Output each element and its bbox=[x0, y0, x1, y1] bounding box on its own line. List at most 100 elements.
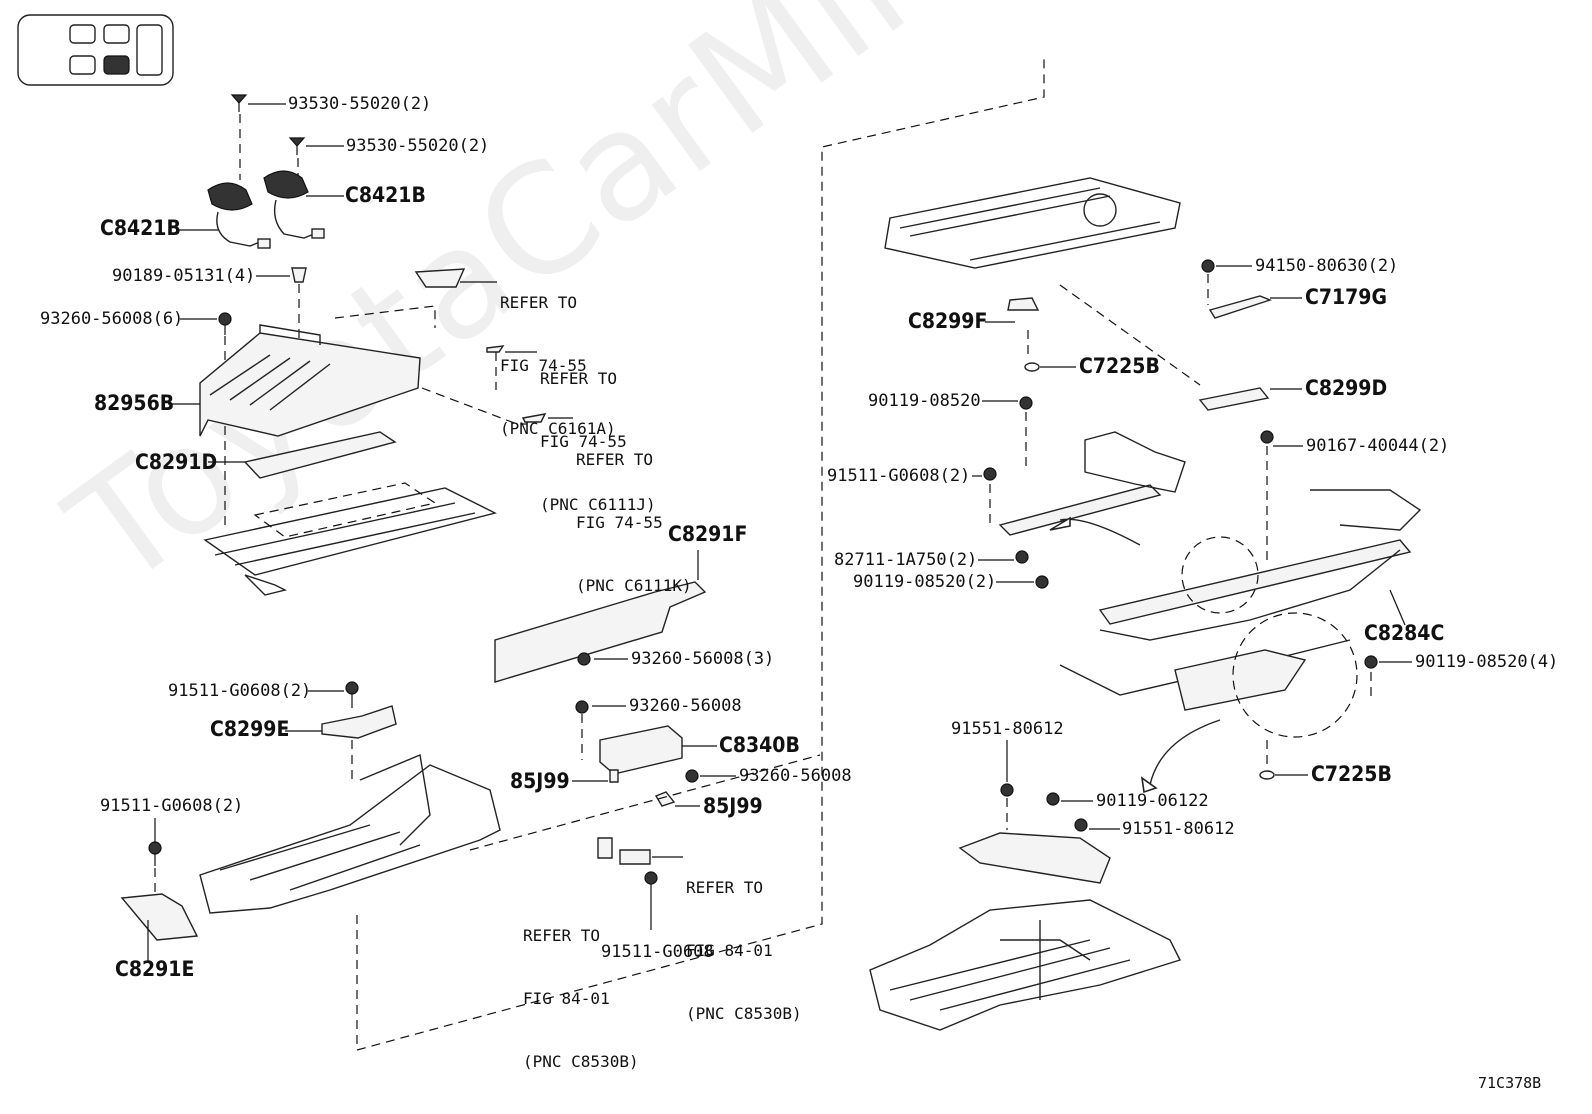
clip-90189 bbox=[291, 267, 307, 283]
tray-C8291D bbox=[243, 431, 397, 479]
bracket-C8299E bbox=[321, 705, 397, 739]
refer-note-c8530b-left: REFER TO FIG 84-01 (PNC C8530B) bbox=[523, 883, 639, 1114]
part-label-c8299d: C8299D bbox=[1305, 376, 1388, 400]
rod-C7179G bbox=[1208, 295, 1273, 319]
bracket-C8299F bbox=[1007, 297, 1040, 311]
part-label-94150: 94150-80630(2) bbox=[1255, 256, 1399, 276]
seat-leg-bracket bbox=[958, 832, 1111, 884]
refer-note-line: (PNC C6111J) bbox=[540, 495, 656, 514]
screw-93530-b bbox=[288, 137, 306, 155]
refer-note-line: (PNC C8530B) bbox=[686, 1004, 802, 1023]
part-label-c7225b-upper: C7225B bbox=[1079, 354, 1160, 378]
part-label-90167: 90167-40044(2) bbox=[1306, 436, 1450, 456]
bolt-90119-08520 bbox=[1019, 396, 1033, 410]
refer-note-line: FIG 84-01 bbox=[686, 941, 773, 960]
part-label-c8421b-right: C8421B bbox=[345, 183, 426, 207]
mat-ref-c6111k bbox=[521, 413, 547, 423]
floor-pan bbox=[869, 899, 1181, 1031]
connector-c8530b-b bbox=[619, 849, 651, 865]
bracket-C8291F bbox=[494, 581, 707, 683]
part-label-91511-right: 91511-G0608(2) bbox=[827, 466, 971, 486]
bolt-90119-06122 bbox=[1046, 792, 1060, 806]
part-label-c8291f: C8291F bbox=[668, 522, 748, 546]
seat-frame bbox=[203, 482, 497, 596]
part-label-91511-upper: 91511-G0608(2) bbox=[168, 681, 312, 701]
part-label-91511-lower: 91511-G0608(2) bbox=[100, 796, 244, 816]
part-label-82956b: 82956B bbox=[94, 391, 175, 415]
part-label-91551-a: 91551-80612 bbox=[951, 719, 1064, 739]
bolt-91551-a bbox=[1000, 783, 1014, 797]
part-label-93260-6: 93260-56008(6) bbox=[40, 309, 184, 329]
washer-C7225B-lower bbox=[1259, 770, 1275, 780]
refer-note-line: (PNC C6111K) bbox=[576, 576, 692, 595]
nut-82711 bbox=[1015, 550, 1029, 564]
part-label-93530-a: 93530-55020(2) bbox=[288, 94, 432, 114]
connector-c8530b-a bbox=[597, 837, 613, 859]
seat-cushion-pan-82956B bbox=[199, 324, 421, 437]
refer-note-line: FIG 74-55 bbox=[500, 356, 587, 375]
cover-C8291E bbox=[120, 893, 199, 941]
bolt-90167 bbox=[1260, 430, 1274, 444]
part-label-c8299f: C8299F bbox=[908, 309, 988, 333]
refer-note-line: REFER TO bbox=[500, 293, 578, 312]
refer-note-c6161a: REFER TO FIG 74-55 (PNC C6161A) bbox=[500, 250, 616, 481]
washer-C7225B-upper bbox=[1024, 362, 1040, 372]
refer-note-line: FIG 74-55 bbox=[540, 432, 627, 451]
seat-switch-left bbox=[207, 182, 271, 249]
refer-note-c6111j: REFER TO FIG 74-55 (PNC C6111J) bbox=[540, 326, 656, 557]
bolt-93260-3 bbox=[577, 652, 591, 666]
bolt-91511-right bbox=[983, 467, 997, 481]
refer-note-line: REFER TO bbox=[686, 878, 764, 897]
part-label-c8291d: C8291D bbox=[135, 450, 218, 474]
part-label-c8340b: C8340B bbox=[719, 733, 800, 757]
bolt-90119-4 bbox=[1364, 655, 1378, 669]
part-label-91511-single: 91511-G0608 bbox=[601, 942, 714, 962]
part-label-c8284c: C8284C bbox=[1364, 621, 1445, 645]
part-label-c8299e: C8299E bbox=[210, 717, 290, 741]
seat-switch-right bbox=[263, 170, 325, 239]
clip-85j99-right bbox=[654, 791, 676, 807]
part-label-91551-b: 91551-80612 bbox=[1122, 819, 1235, 839]
part-label-90189: 90189-05131(4) bbox=[112, 266, 256, 286]
bolt-91551-b bbox=[1074, 818, 1088, 832]
refer-note-line: REFER TO bbox=[523, 926, 601, 945]
seat-track-upper bbox=[884, 177, 1181, 269]
ecu-C8340B bbox=[599, 725, 683, 775]
part-label-c7225b-lower: C7225B bbox=[1311, 762, 1392, 786]
part-label-93260-ecu-lower: 93260-56008 bbox=[739, 766, 852, 786]
nut-94150 bbox=[1201, 259, 1215, 273]
seat-adjuster-harness bbox=[998, 431, 1422, 738]
refer-note-c8530b-right: REFER TO FIG 84-01 (PNC C8530B) bbox=[686, 835, 802, 1066]
vehicle-locator-icon bbox=[17, 14, 174, 86]
refer-note-line: REFER TO bbox=[576, 450, 654, 469]
bolt-91511-upper bbox=[345, 681, 359, 708]
mat-ref-c6111j bbox=[486, 345, 505, 353]
bracket-C8299D bbox=[1198, 387, 1270, 411]
part-label-c8291e: C8291E bbox=[115, 957, 195, 981]
bolt-91511-lower bbox=[148, 841, 162, 866]
mat-ref-c6161a bbox=[414, 268, 466, 288]
screw-93530-a bbox=[230, 94, 248, 112]
bolt-93260-ecu-upper bbox=[575, 700, 589, 714]
refer-note-line: FIG 74-55 bbox=[576, 513, 663, 532]
part-label-90119-4: 90119-08520(4) bbox=[1415, 652, 1559, 672]
part-label-93260-ecu-upper: 93260-56008 bbox=[629, 696, 742, 716]
bolt-93260-6 bbox=[218, 312, 232, 335]
refer-note-line: REFER TO bbox=[540, 369, 618, 388]
rotate-arrow-lower bbox=[1140, 776, 1158, 794]
rotate-arrow-upper bbox=[1049, 516, 1071, 531]
seat-base bbox=[199, 754, 501, 914]
bolt-91511-single bbox=[644, 871, 658, 930]
refer-note-line: FIG 84-01 bbox=[523, 989, 610, 1008]
part-label-85j99-left: 85J99 bbox=[510, 769, 570, 793]
clip-85j99-left bbox=[609, 769, 619, 783]
refer-note-line: (PNC C8530B) bbox=[523, 1052, 639, 1071]
part-label-c8421b-left: C8421B bbox=[100, 216, 181, 240]
part-label-c7179g: C7179G bbox=[1305, 285, 1387, 309]
part-label-90119-2: 90119-08520(2) bbox=[853, 572, 997, 592]
part-label-93260-3: 93260-56008(3) bbox=[631, 649, 775, 669]
refer-note-c6111k: REFER TO FIG 74-55 (PNC C6111K) bbox=[576, 407, 692, 638]
part-label-93530-b: 93530-55020(2) bbox=[346, 136, 490, 156]
